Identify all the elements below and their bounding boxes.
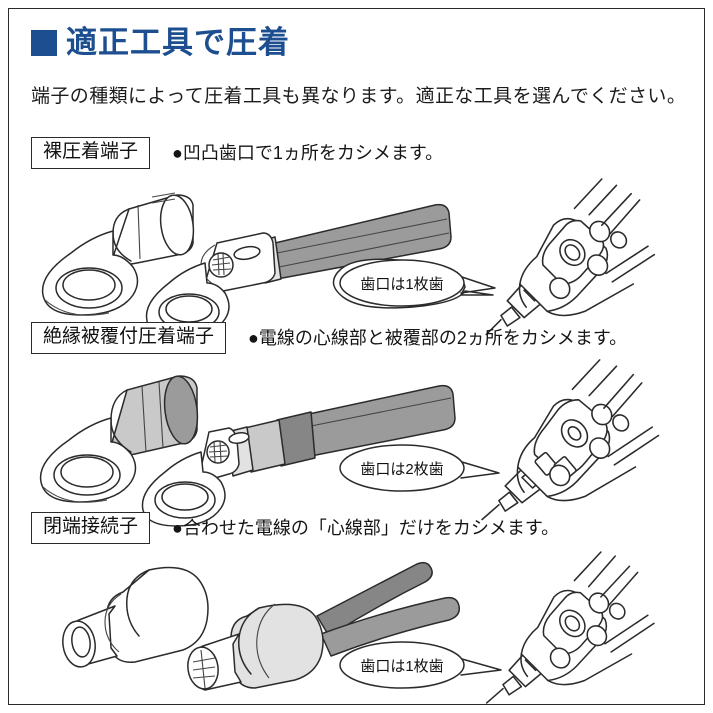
section-label-closed-end: 閉端接続子 <box>31 512 151 544</box>
callout-bubble-3: 歯口は1枚歯 <box>339 641 502 689</box>
crimping-tool-3 <box>485 551 655 704</box>
illustration-row-closed-end: 歯口は1枚歯 <box>9 550 704 704</box>
page-subtitle: 端子の種類によって圧着工具も異なります。適正な工具を選んでください。 <box>31 86 687 107</box>
crimping-tool-1 <box>485 178 656 336</box>
bare-ring-terminal-left <box>41 192 195 316</box>
section-description-closed-end: ●合わせた電線の「心線部」だけをカシメます。 <box>172 517 560 538</box>
callout-bubble-2: 歯口は2枚歯 <box>339 444 500 492</box>
closed-end-connector-left <box>62 566 209 668</box>
illustration-row-insulated: 歯口は2枚歯 <box>9 359 704 527</box>
crimped-terminal-with-wire <box>145 203 452 338</box>
crimped-insulated-terminal <box>141 384 456 527</box>
callout-label-3: 歯口は1枚歯 <box>360 658 443 675</box>
section-label-bare: 裸圧着端子 <box>31 137 151 169</box>
closed-end-connector-crimped <box>187 561 461 691</box>
illustration-row-bare: 歯口は1枚歯 <box>9 175 704 338</box>
page-title: 適正工具で圧着 <box>66 25 290 60</box>
diagram-frame: 適正工具で圧着 端子の種類によって圧着工具も異なります。適正な工具を選んでくださ… <box>8 8 705 705</box>
section-label-insulated: 絶縁被覆付圧着端子 <box>31 322 227 354</box>
callout-label-2: 歯口は2枚歯 <box>360 461 443 478</box>
callout-bubble-1: 歯口は1枚歯 <box>332 258 496 309</box>
insulated-ring-terminal-left <box>39 375 199 503</box>
callout-label-1: 歯口は1枚歯 <box>360 276 443 293</box>
bullet-square-icon <box>31 29 57 56</box>
crimping-tool-2 <box>481 359 660 521</box>
section-description-insulated: ●電線の心線部と被覆部の2ヵ所をカシメます。 <box>248 327 628 348</box>
page-header: 適正工具で圧着 <box>31 27 290 58</box>
section-description-bare: ●凹凸歯口で1ヵ所をカシメます。 <box>172 142 444 163</box>
